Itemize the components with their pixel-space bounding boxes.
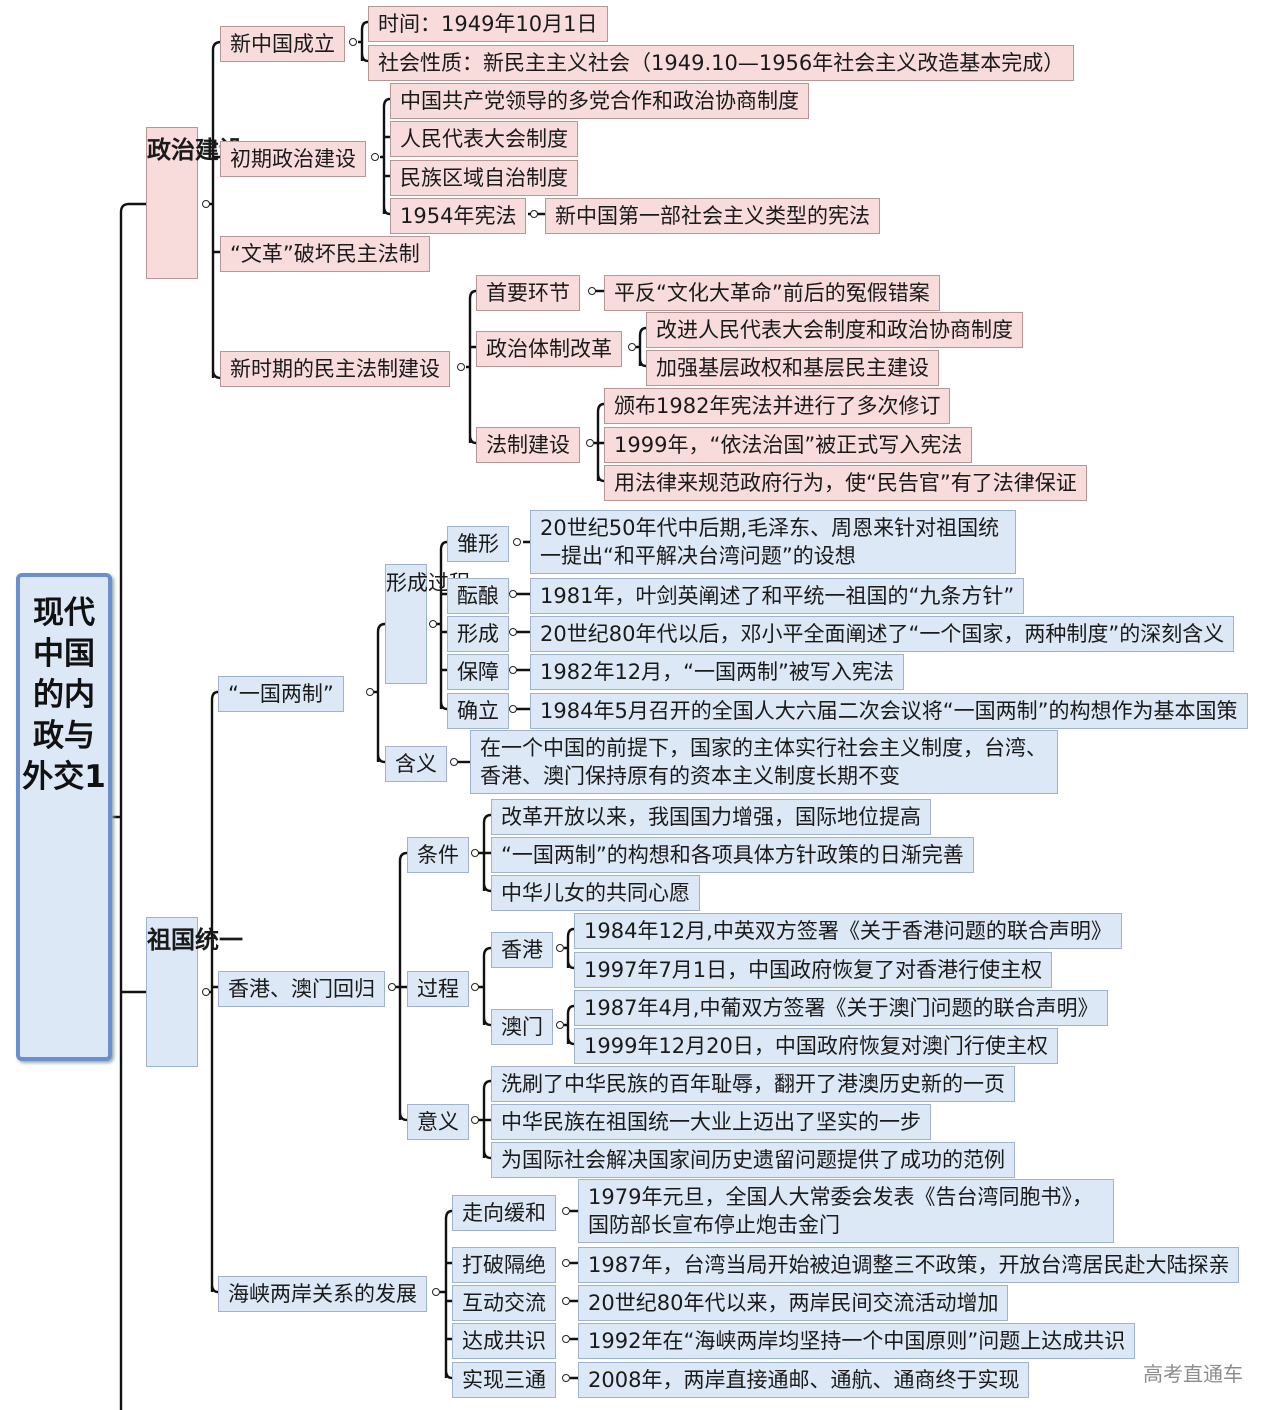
- node-conditions[interactable]: 条件: [407, 837, 469, 873]
- collapse-dot-icon[interactable]: [450, 758, 458, 766]
- strait-stage-text[interactable]: 2008年，两岸直接通邮、通航、通商终于实现: [578, 1362, 1030, 1398]
- collapse-dot-icon[interactable]: [457, 363, 465, 371]
- collapse-dot-icon[interactable]: [562, 1335, 570, 1343]
- node-early-construction[interactable]: 初期政治建设: [220, 141, 366, 177]
- stage-text[interactable]: 20世纪80年代以后，邓小平全面阐述了“一个国家，两种制度”的深刻含义: [530, 616, 1235, 652]
- stage-text[interactable]: 1984年5月召开的全国人大六届二次会议将“一国两制”的构想作为基本国策: [530, 693, 1248, 729]
- collapse-dot-icon[interactable]: [513, 538, 521, 546]
- collapse-dot-icon[interactable]: [588, 287, 596, 295]
- node-constitution-1954[interactable]: 1954年宪法: [390, 198, 527, 234]
- collapse-dot-icon[interactable]: [556, 1021, 564, 1029]
- law-item[interactable]: 1999年，“依法治国”被正式写入宪法: [604, 427, 973, 463]
- macau-item[interactable]: 1987年4月,中葡双方签署《关于澳门问题的联合声明》: [574, 990, 1109, 1026]
- strait-stage-label[interactable]: 实现三通: [452, 1362, 556, 1398]
- collapse-dot-icon[interactable]: [530, 210, 538, 218]
- node-political-reform[interactable]: 政治体制改革: [476, 331, 622, 367]
- node-hong-kong[interactable]: 香港: [491, 932, 553, 968]
- law-item[interactable]: 用法律来规范政府行为，使“民告官”有了法律保证: [604, 465, 1087, 501]
- stage-text[interactable]: 20世纪50年代中后期,毛泽东、周恩来针对祖国统一提出“和平解决台湾问题”的设想: [530, 510, 1016, 574]
- collapse-dot-icon[interactable]: [562, 1207, 570, 1215]
- collapse-dot-icon[interactable]: [562, 1374, 570, 1382]
- meaning-text[interactable]: 在一个中国的前提下，国家的主体实行社会主义制度，台湾、香港、澳门保持原有的资本主…: [470, 730, 1058, 794]
- collapse-dot-icon[interactable]: [509, 590, 517, 598]
- collapse-dot-icon[interactable]: [556, 944, 564, 952]
- early-item[interactable]: 中国共产党领导的多党合作和政治协商制度: [390, 83, 809, 119]
- node-cultural-revolution[interactable]: “文革”破坏民主法制: [220, 236, 430, 272]
- strait-stage-text[interactable]: 1992年在“海峡两岸均坚持一个中国原则”问题上达成共识: [578, 1323, 1136, 1359]
- significance-item[interactable]: 为国际社会解决国家间历史遗留问题提供了成功的范例: [491, 1142, 1015, 1178]
- condition-item[interactable]: 改革开放以来，我国国力增强，国际地位提高: [491, 799, 931, 835]
- collapse-dot-icon[interactable]: [371, 153, 379, 161]
- node-cross-strait[interactable]: 海峡两岸关系的发展: [218, 1276, 427, 1312]
- strait-stage-label[interactable]: 互动交流: [452, 1285, 556, 1321]
- node-one-country-two-systems[interactable]: “一国两制”: [218, 676, 344, 712]
- strait-stage-label[interactable]: 打破隔绝: [452, 1247, 556, 1283]
- collapse-dot-icon[interactable]: [586, 439, 594, 447]
- collapse-dot-icon[interactable]: [366, 688, 374, 696]
- collapse-dot-icon[interactable]: [202, 988, 210, 996]
- node-macau[interactable]: 澳门: [491, 1009, 553, 1045]
- stage-text[interactable]: 1981年，叶剑英阐述了和平统一祖国的“九条方针”: [530, 578, 1025, 614]
- reform-item[interactable]: 加强基层政权和基层民主建设: [646, 350, 939, 386]
- hk-item[interactable]: 1984年12月,中英双方签署《关于香港问题的联合声明》: [574, 913, 1122, 949]
- node-significance[interactable]: 意义: [407, 1104, 469, 1140]
- collapse-dot-icon[interactable]: [562, 1297, 570, 1305]
- node-return-process[interactable]: 过程: [407, 971, 469, 1007]
- collapse-dot-icon[interactable]: [429, 620, 437, 628]
- stage-label[interactable]: 保障: [447, 654, 509, 690]
- stage-text[interactable]: 1982年12月，“一国两制”被写入宪法: [530, 654, 904, 690]
- root-topic[interactable]: 现代中国的内政与外交1: [16, 573, 112, 1061]
- law-item[interactable]: 颁布1982年宪法并进行了多次修订: [604, 388, 951, 424]
- node-hk-macau-return[interactable]: 香港、澳门回归: [218, 971, 385, 1007]
- collapse-dot-icon[interactable]: [471, 983, 479, 991]
- significance-item[interactable]: 洗刷了中华民族的百年耻辱，翻开了港澳历史新的一页: [491, 1066, 1015, 1102]
- node-new-era[interactable]: 新时期的民主法制建设: [220, 351, 450, 387]
- collapse-dot-icon[interactable]: [471, 1116, 479, 1124]
- strait-stage-text[interactable]: 20世纪80年代以来，两岸民间交流活动增加: [578, 1285, 1009, 1321]
- node-first-step[interactable]: 首要环节: [476, 275, 580, 311]
- constitution-note[interactable]: 新中国第一部社会主义类型的宪法: [545, 198, 880, 234]
- condition-item[interactable]: 中华儿女的共同心愿: [491, 875, 700, 911]
- hk-item[interactable]: 1997年7月1日，中国政府恢复了对香港行使主权: [574, 952, 1053, 988]
- strait-stage-text[interactable]: 1979年元旦，全国人大常委会发表《告台湾同胞书》，国防部长宣布停止炮击金门: [578, 1179, 1114, 1243]
- founding-society[interactable]: 社会性质：新民主主义社会（1949.10—1956年社会主义改造基本完成）: [368, 45, 1075, 81]
- collapse-dot-icon[interactable]: [471, 849, 479, 857]
- stage-label[interactable]: 确立: [447, 693, 509, 729]
- collapse-dot-icon[interactable]: [202, 200, 210, 208]
- collapse-dot-icon[interactable]: [388, 983, 396, 991]
- collapse-dot-icon[interactable]: [628, 343, 636, 351]
- topic-unification[interactable]: 祖国统一: [146, 917, 243, 1067]
- strait-stage-label[interactable]: 达成共识: [452, 1323, 556, 1359]
- strait-stage-text[interactable]: 1987年，台湾当局开始被迫调整三不政策，开放台湾居民赴大陆探亲: [578, 1247, 1240, 1283]
- first-step-note[interactable]: 平反“文化大革命”前后的冤假错案: [604, 275, 940, 311]
- reform-item[interactable]: 改进人民代表大会制度和政治协商制度: [646, 312, 1023, 348]
- collapse-dot-icon[interactable]: [349, 38, 357, 46]
- node-legal-construction[interactable]: 法制建设: [476, 427, 580, 463]
- collapse-dot-icon[interactable]: [562, 1259, 570, 1267]
- founding-time[interactable]: 时间：1949年10月1日: [368, 6, 608, 42]
- watermark: 高考直通车: [1143, 1362, 1243, 1386]
- collapse-dot-icon[interactable]: [509, 666, 517, 674]
- condition-item[interactable]: “一国两制”的构想和各项具体方针政策的日渐完善: [491, 837, 974, 873]
- macau-item[interactable]: 1999年12月20日，中国政府恢复对澳门行使主权: [574, 1028, 1058, 1064]
- collapse-dot-icon[interactable]: [509, 628, 517, 636]
- stage-label[interactable]: 雏形: [447, 526, 509, 562]
- stage-label[interactable]: 酝酿: [447, 578, 509, 614]
- collapse-dot-icon[interactable]: [509, 705, 517, 713]
- strait-stage-label[interactable]: 走向缓和: [452, 1195, 556, 1231]
- stage-label[interactable]: 形成: [447, 616, 509, 652]
- significance-item[interactable]: 中华民族在祖国统一大业上迈出了坚实的一步: [491, 1104, 931, 1140]
- node-founding[interactable]: 新中国成立: [220, 26, 345, 62]
- early-item[interactable]: 人民代表大会制度: [390, 121, 578, 157]
- node-formation-process[interactable]: 形成过程: [385, 564, 470, 684]
- topic-politics[interactable]: 政治建设: [146, 127, 243, 279]
- early-item[interactable]: 民族区域自治制度: [390, 160, 578, 196]
- collapse-dot-icon[interactable]: [432, 1288, 440, 1296]
- node-meaning[interactable]: 含义: [385, 746, 447, 782]
